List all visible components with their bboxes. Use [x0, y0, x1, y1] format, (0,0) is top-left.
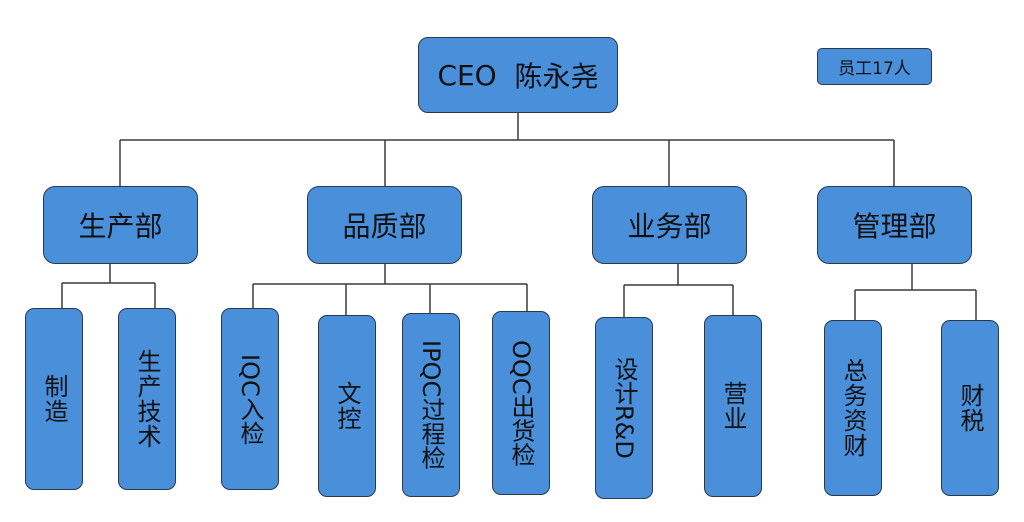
dept-box-admin: 管理部: [817, 186, 972, 264]
unit-label: IPQC过程检: [417, 340, 445, 470]
dept-box-sales: 业务部: [592, 186, 747, 264]
dept-box-quality: 品质部: [307, 186, 462, 264]
ceo-box: CEO 陈永尧: [418, 37, 618, 113]
staff-count-badge: 员工17人: [817, 48, 932, 85]
unit-label: 营业: [719, 381, 747, 431]
unit-label: 制造: [40, 374, 68, 424]
dept-label: 品质部: [342, 210, 427, 243]
dept-label: 生产部: [78, 210, 163, 243]
ceo-title: CEO: [437, 58, 497, 92]
unit-label: 总务资财: [839, 358, 867, 458]
ceo-name: 陈永尧: [514, 60, 599, 93]
unit-label: 设计R&D: [610, 357, 638, 459]
dept-label: 管理部: [852, 210, 937, 243]
unit-box-oqc: OQC出货检: [492, 311, 550, 495]
unit-box-iqc: IQC入检: [221, 308, 279, 490]
unit-box-finance-tax: 财税: [941, 320, 999, 496]
dept-label: 业务部: [627, 210, 712, 243]
staff-count-label: 员工17人: [838, 59, 911, 79]
unit-label: 文控: [333, 381, 361, 431]
unit-box-doc-control: 文控: [318, 315, 376, 497]
unit-label: IQC入检: [236, 353, 264, 445]
unit-label: OQC出货检: [507, 339, 535, 467]
unit-box-sales: 营业: [704, 315, 762, 497]
dept-box-production: 生产部: [43, 186, 198, 264]
unit-label: 财税: [956, 383, 984, 433]
unit-label: 生产技术: [133, 349, 161, 449]
unit-box-manufacturing: 制造: [25, 308, 83, 490]
unit-box-ipqc: IPQC过程检: [402, 313, 460, 497]
unit-box-general-affairs: 总务资财: [824, 320, 882, 496]
unit-box-design-rd: 设计R&D: [595, 317, 653, 499]
unit-box-production-tech: 生产技术: [118, 308, 176, 490]
